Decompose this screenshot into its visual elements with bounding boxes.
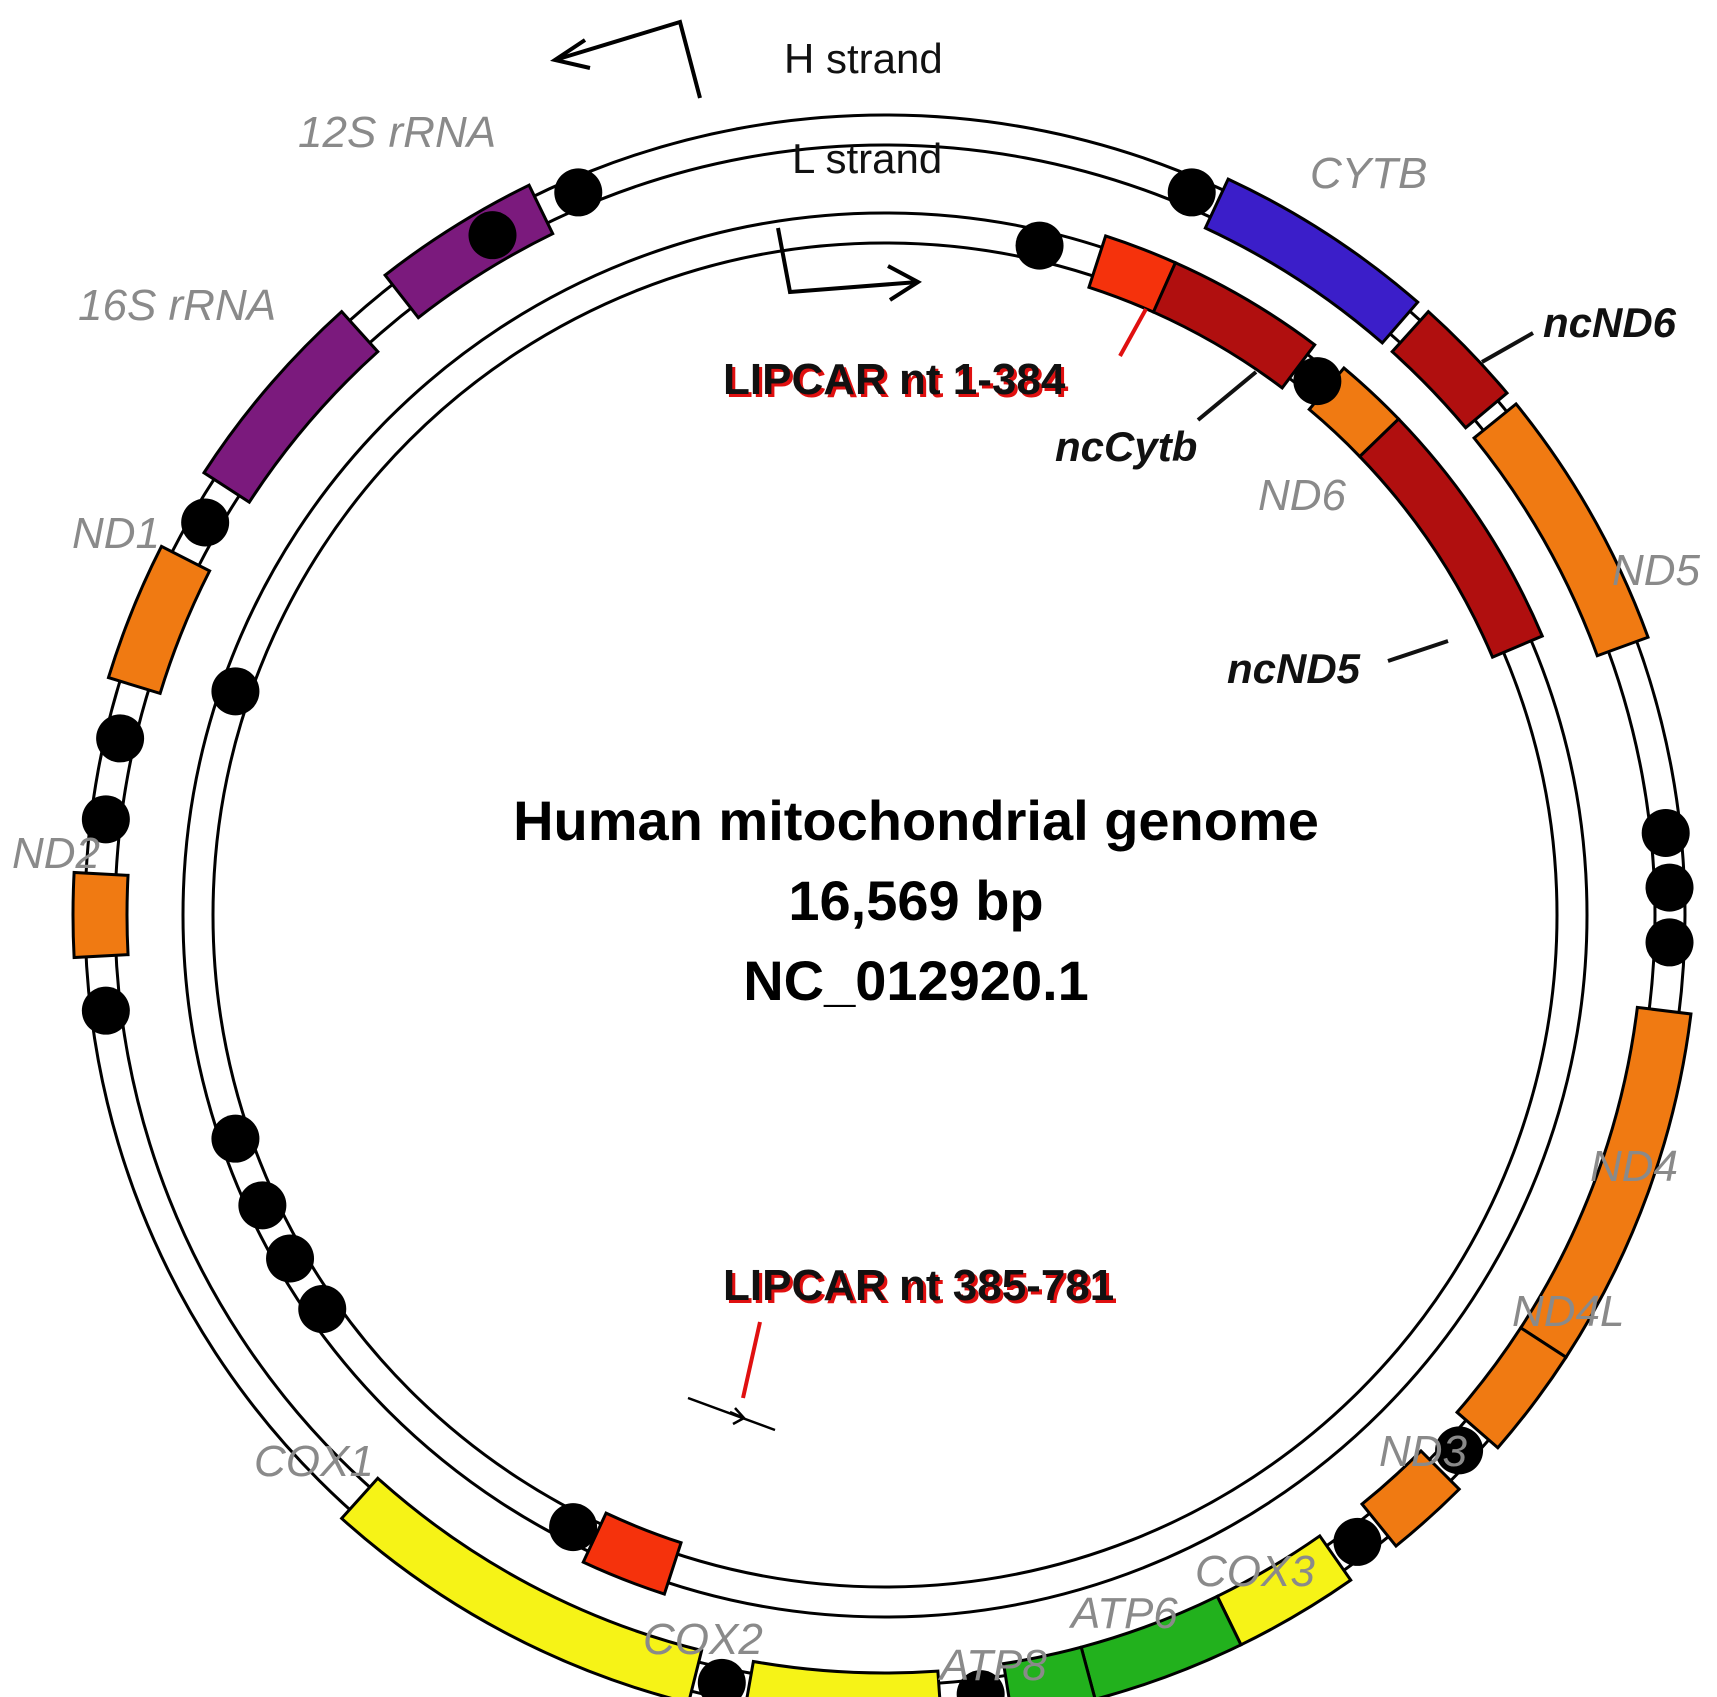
trna-markers: [81, 168, 1694, 1697]
segment-nd3: [1359, 1448, 1462, 1549]
lipcar-part1-shadow: LIPCAR nt 1-384: [726, 358, 1069, 407]
trna-dot: [1333, 1517, 1382, 1566]
lipcar-part2-label: LIPCAR nt 385-781 LIPCAR nt 385-781: [723, 1261, 1117, 1313]
gene-label-nd4: ND4: [1590, 1142, 1678, 1191]
gene-label-cox3: COX3: [1195, 1547, 1315, 1596]
gene-label-atp6: ATP6: [1068, 1589, 1178, 1638]
segment-ncnd6: [1390, 309, 1510, 430]
trna-dot: [1645, 918, 1694, 967]
segment-ncnd5: [1357, 416, 1545, 660]
h-strand-promoter-arrow: [550, 19, 702, 99]
gene-label-nd4l: ND4L: [1512, 1287, 1625, 1336]
lipcar-part2-leader: [741, 1321, 762, 1399]
trna-dot: [1641, 808, 1690, 857]
lipcar-part1-label: LIPCAR nt 1-384 LIPCAR nt 1-384: [723, 355, 1069, 407]
gene-label-cox2: COX2: [643, 1615, 763, 1664]
gene-label-nd1: ND1: [72, 509, 160, 558]
title-line-3: NC_012920.1: [743, 949, 1089, 1012]
title-line-2: 16,569 bp: [788, 869, 1043, 932]
gene-label-nd2: ND2: [12, 829, 100, 878]
gene-label-nd6: ND6: [1258, 471, 1347, 520]
trna-dot: [549, 1503, 598, 1552]
segment-nd2: [71, 870, 130, 960]
segment-nd4l: [1454, 1325, 1569, 1450]
trna-dot: [956, 1670, 1005, 1697]
trna-dot: [266, 1234, 315, 1283]
trna-dot: [81, 986, 130, 1035]
l-strand-label: L strand: [792, 135, 942, 182]
trna-dot: [238, 1181, 287, 1230]
trna-dot: [1645, 863, 1694, 912]
segment-16s-rrna: [201, 309, 380, 505]
trna-dot: [468, 211, 517, 260]
gene-label-cytb: CYTB: [1310, 149, 1427, 198]
lipcar-part1-text: LIPCAR nt 1-384: [723, 355, 1066, 404]
lipcar-part2-text: LIPCAR nt 385-781: [723, 1261, 1114, 1310]
segment-cox1: [339, 1476, 704, 1697]
trna-dot: [1293, 357, 1342, 406]
segment-cox2: [745, 1659, 942, 1697]
nc-label-ncnd5: ncND5: [1227, 645, 1361, 692]
l-strand-promoter-arrow: [776, 227, 922, 302]
lipcar-part2-marker: [687, 1396, 776, 1432]
h-strand-label: H strand: [784, 35, 943, 82]
gene-label-nd3: ND3: [1379, 1427, 1468, 1476]
trna-dot: [1435, 1426, 1484, 1475]
trna-dot: [1167, 168, 1216, 217]
trna-dot: [81, 795, 130, 844]
segment-nd5: [1471, 401, 1650, 658]
segment-lipcar-part2: [581, 1511, 683, 1596]
trna-dot: [697, 1658, 746, 1697]
trna-dot: [1015, 221, 1064, 270]
segment-12s-rrna: [382, 183, 555, 320]
trna-dot: [554, 168, 603, 217]
inner-ring: [181, 211, 1589, 1619]
trna-dot: [298, 1285, 347, 1334]
gene-segments: [71, 177, 1693, 1697]
leader-lines: [741, 308, 1534, 1399]
ncnd6-leader: [1481, 331, 1534, 364]
trna-dot: [181, 498, 230, 547]
segment-nd1: [106, 544, 212, 696]
nc-label-nccytb: ncCytb: [1055, 423, 1197, 470]
trna-dot: [96, 714, 145, 763]
trna-dot: [211, 667, 260, 716]
segment-atp8: [1001, 1645, 1097, 1697]
segment-cytb: [1203, 177, 1420, 346]
gene-label-atp8: ATP8: [937, 1641, 1047, 1690]
gene-label-16s-rrna: 16S rRNA: [78, 281, 276, 330]
gene-label-nd5: ND5: [1612, 546, 1701, 595]
trna-dot: [211, 1114, 260, 1163]
nc-label-ncnd6: ncND6: [1543, 299, 1677, 346]
title-line-1: Human mitochondrial genome: [513, 789, 1319, 852]
gene-label-cox1: COX1: [254, 1437, 374, 1486]
lipcar-part1-leader: [1118, 308, 1148, 357]
ncnd5-leader: [1387, 639, 1449, 663]
gene-label-12s-rrna: 12S rRNA: [298, 108, 496, 157]
lipcar-part2-shadow: LIPCAR nt 385-781: [726, 1264, 1117, 1313]
nccytb-leader: [1196, 370, 1258, 422]
segment-nccytb: [1151, 260, 1317, 391]
